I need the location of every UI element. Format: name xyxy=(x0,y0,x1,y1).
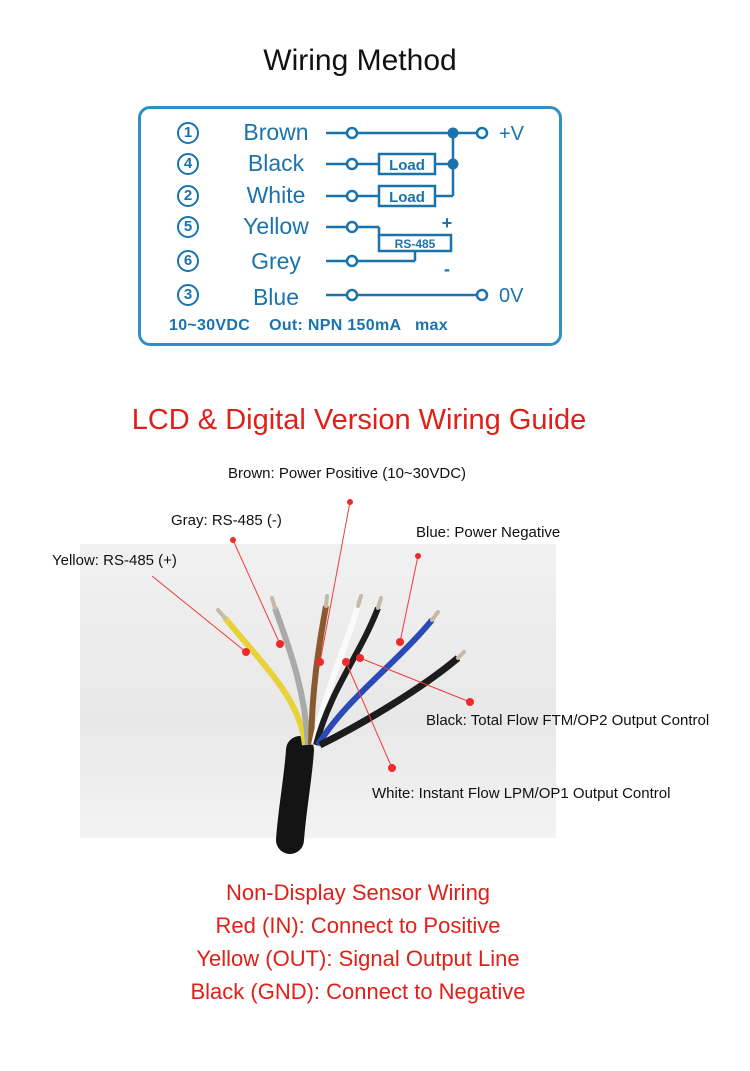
marker-black xyxy=(356,654,364,662)
marker-white xyxy=(342,658,350,666)
wire-number-badge: 3 xyxy=(177,284,199,306)
gray-wire xyxy=(272,606,311,746)
non-display-yellow-wire: Yellow (OUT): Signal Output Line xyxy=(196,946,520,971)
leader-white xyxy=(345,661,393,769)
yellow-wire xyxy=(222,616,308,746)
terminal-plus-v xyxy=(475,126,489,140)
zero-v-label: 0V xyxy=(499,285,524,307)
callout-brown: Brown: Power Positive (10~30VDC) xyxy=(228,465,467,482)
wire-number-badge: 1 xyxy=(177,122,199,144)
blue-wire xyxy=(315,618,435,747)
wiring-method-title: Wiring Method xyxy=(263,44,457,77)
leader-brown xyxy=(319,501,351,663)
callout-white: White: Instant Flow LPM/OP1 Output Contr… xyxy=(372,785,671,802)
leader-yellow xyxy=(151,575,247,653)
junction-dot xyxy=(447,158,459,170)
terminal-blue xyxy=(345,288,359,302)
wire-label-white: White xyxy=(246,182,306,208)
wire-label-yellow: Yellow xyxy=(243,213,309,239)
load-box-1 xyxy=(377,152,437,176)
terminal-grey xyxy=(345,254,359,268)
cable-illustration xyxy=(151,499,474,854)
black-wire-upper xyxy=(313,606,381,746)
callout-blue: Blue: Power Negative xyxy=(416,524,561,541)
rs485-label: RS-485 xyxy=(395,237,436,251)
terminal-yellow xyxy=(345,220,359,234)
wire-label-grey: Grey xyxy=(251,248,301,274)
wiring-method-diagram: Load Load RS-485 + - +V 0V 1 Brown 4 Bla… xyxy=(138,106,562,346)
black-wire-lower xyxy=(318,655,461,749)
marker-blue xyxy=(396,638,404,646)
leader-black xyxy=(359,657,471,703)
white-wire xyxy=(311,605,361,746)
leader-gray xyxy=(232,539,281,645)
callout-gray: Gray: RS-485 (-) xyxy=(171,512,282,529)
plus-v-label: +V xyxy=(499,123,525,145)
terminal-zero-v xyxy=(475,288,489,302)
minus-sign: - xyxy=(444,259,450,279)
wire-number-badge: 2 xyxy=(177,185,199,207)
leader-blue xyxy=(399,555,419,643)
marker-brown xyxy=(316,658,324,666)
marker-blue-end xyxy=(415,553,421,559)
marker-gray-end xyxy=(230,537,236,543)
load-label-2: Load xyxy=(389,189,425,206)
wire-label-blue: Blue xyxy=(252,284,300,310)
load-box-2 xyxy=(377,184,437,208)
wire-number-badge: 4 xyxy=(177,153,199,175)
junction-dot xyxy=(447,127,459,139)
cable-jacket xyxy=(276,736,314,854)
wire-number-badge: 5 xyxy=(177,216,199,238)
load-label-1: Load xyxy=(389,157,425,174)
rs485-box xyxy=(377,233,453,253)
wire-number-badge: 6 xyxy=(177,250,199,272)
wire-label-black: Black xyxy=(247,150,305,176)
terminal-brown xyxy=(345,126,359,140)
marker-white-end xyxy=(388,764,396,772)
spec-line: 10~30VDC Out: NPN 150mA max xyxy=(169,317,448,334)
marker-yellow xyxy=(242,648,250,656)
terminal-white xyxy=(345,189,359,203)
marker-gray xyxy=(276,640,284,648)
terminal-black xyxy=(345,157,359,171)
brown-wire xyxy=(308,605,329,746)
plus-sign: + xyxy=(442,213,453,233)
non-display-title: Non-Display Sensor Wiring xyxy=(225,880,491,905)
cable-photo-area: Brown: Power Positive (10~30VDC) Gray: R… xyxy=(0,440,750,860)
non-display-red-wire: Red (IN): Connect to Positive xyxy=(215,913,501,938)
cable-photo-background xyxy=(80,544,556,838)
callout-black: Black: Total Flow FTM/OP2 Output Control xyxy=(426,712,710,729)
wiring-guide-title: LCD & Digital Version Wiring Guide xyxy=(131,404,587,436)
marker-black-end xyxy=(466,698,474,706)
callout-yellow: Yellow: RS-485 (+) xyxy=(52,552,177,569)
marker-brown-end xyxy=(347,499,353,505)
wire-label-brown: Brown xyxy=(243,119,309,145)
non-display-black-wire: Black (GND): Connect to Negative xyxy=(190,979,526,1004)
schematic-lines: Load Load RS-485 + - +V 0V xyxy=(326,123,525,307)
